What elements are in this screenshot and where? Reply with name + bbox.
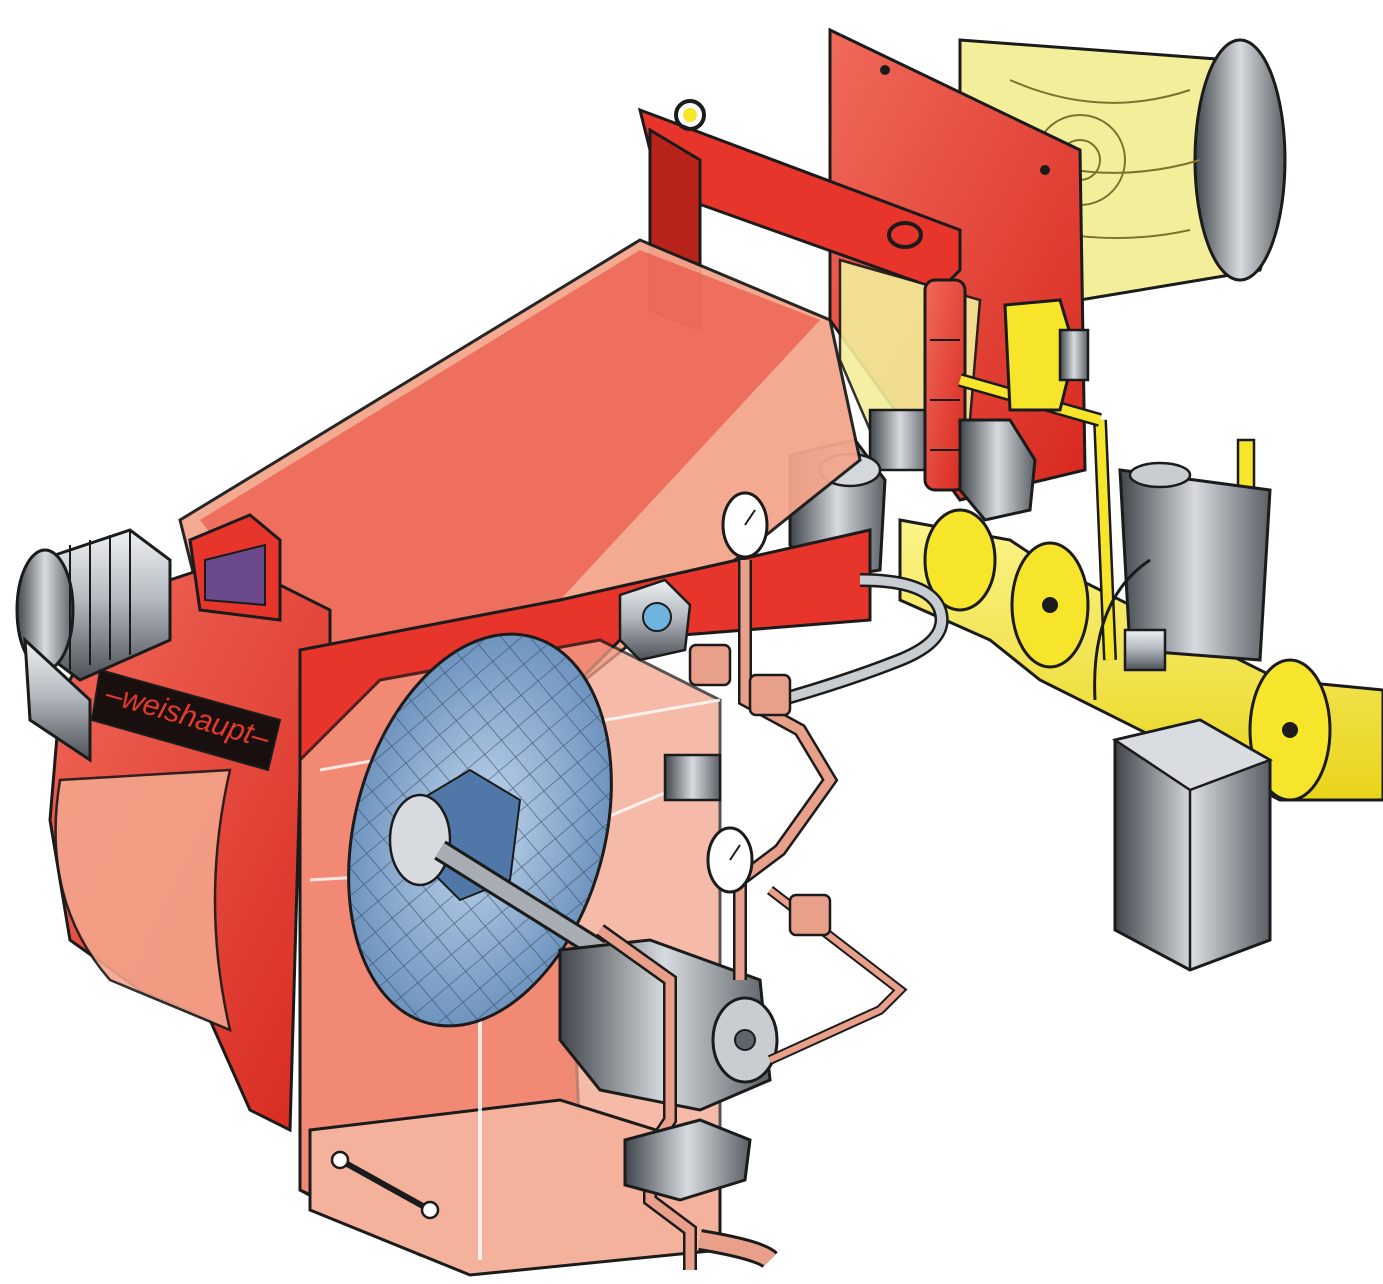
lifting-eye bbox=[887, 221, 923, 249]
control-box bbox=[1111, 718, 1273, 972]
oil-hose bbox=[778, 573, 949, 707]
lifting-eye bbox=[674, 99, 706, 131]
hinge bbox=[923, 278, 967, 492]
solenoid-valve bbox=[1003, 298, 1090, 412]
oil-pressure-regulator bbox=[623, 1118, 752, 1202]
servo-motor bbox=[958, 418, 1037, 522]
blower-motor bbox=[15, 528, 172, 763]
solenoid-valve bbox=[688, 643, 792, 717]
pressure-gauge bbox=[721, 491, 769, 559]
air-pressure-switch bbox=[618, 578, 692, 662]
sight-window bbox=[188, 513, 282, 622]
air-damper-linkage bbox=[330, 1150, 440, 1220]
pressure-gauge bbox=[706, 826, 754, 894]
solenoid-valve bbox=[663, 753, 722, 802]
gas-multiblock bbox=[1093, 461, 1272, 701]
solenoid-valve bbox=[788, 893, 832, 937]
fan-impeller bbox=[347, 632, 613, 1028]
